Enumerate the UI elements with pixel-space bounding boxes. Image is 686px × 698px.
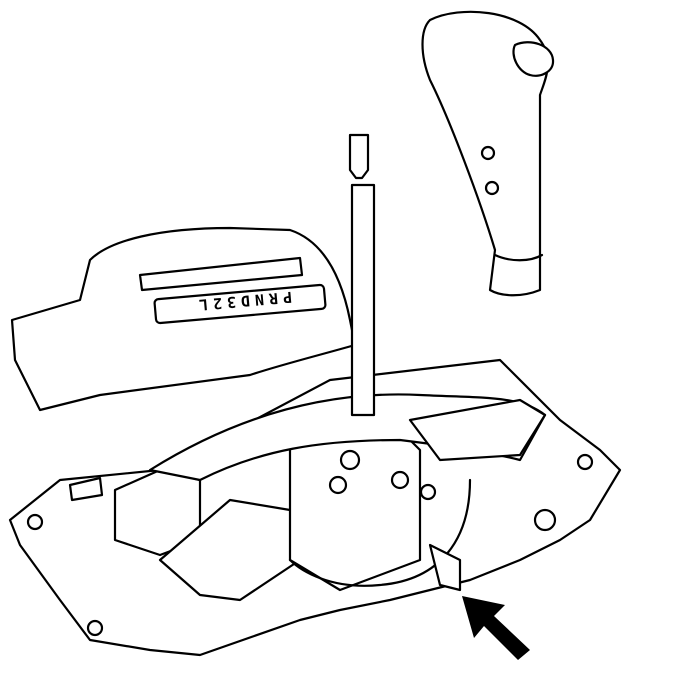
mount-hole (533, 508, 557, 532)
shift-rod (350, 183, 376, 417)
knob-screw-hole (480, 145, 496, 161)
knob-band (493, 253, 544, 262)
cover-window (138, 256, 304, 292)
mount-hole (26, 513, 44, 531)
mount-hole (86, 619, 104, 637)
pointer-arrow (462, 596, 530, 660)
shift-cable (288, 478, 472, 587)
mount-hole (576, 453, 594, 471)
pivot-boss (419, 483, 437, 501)
lever-head (408, 398, 547, 462)
knob-button (512, 41, 555, 77)
pivot-boss (390, 470, 410, 490)
pivot-boss (328, 475, 348, 495)
knob-screw-hole (484, 180, 500, 196)
shift-knob (421, 10, 550, 297)
pivot-boss (339, 449, 361, 471)
indicator-cover (10, 226, 357, 412)
rod-tip (348, 133, 370, 180)
gear-indicator-plate (153, 283, 327, 325)
left-tab (68, 476, 104, 502)
cable-end (428, 543, 462, 592)
